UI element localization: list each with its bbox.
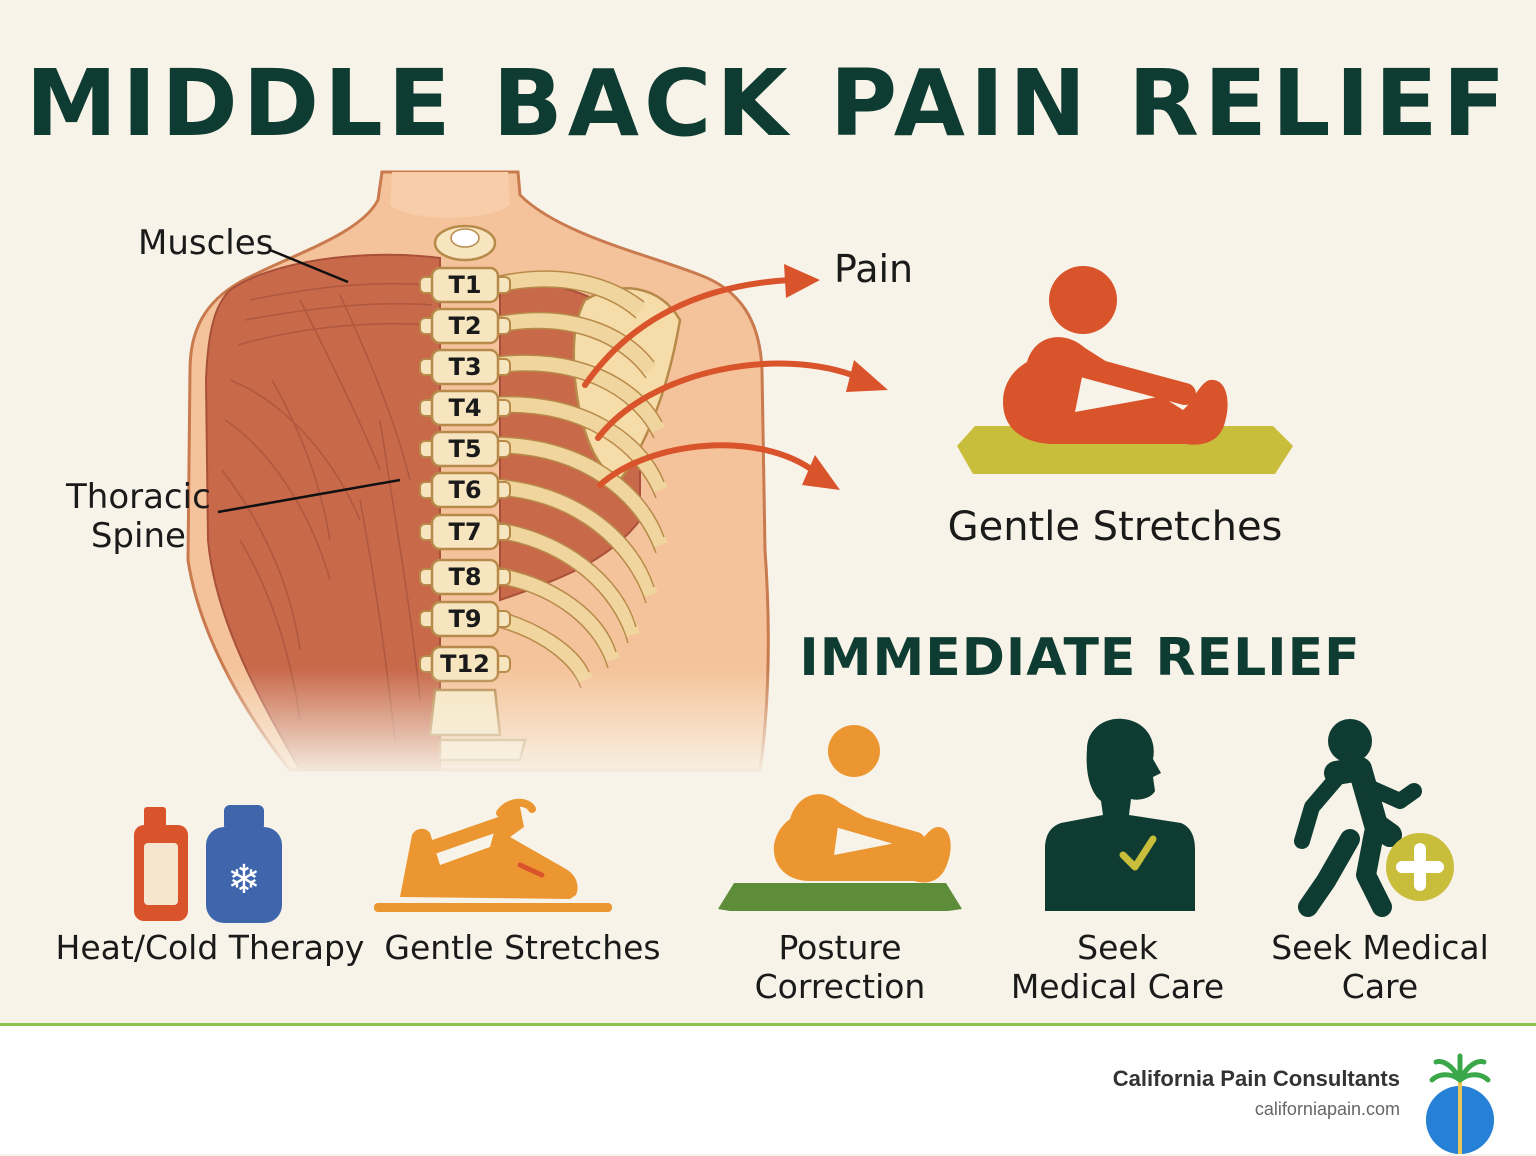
relief-item-label: Seek Medical Care	[1010, 928, 1225, 1006]
relief-item-label: Heat/Cold Therapy	[55, 928, 365, 967]
relief-item-seek-medical-care-2: Seek Medical Care	[1250, 715, 1510, 1015]
relief-item-label: Seek Medical Care	[1271, 928, 1489, 1006]
pain-label: Pain	[834, 247, 914, 291]
seated-stretch-icon	[718, 725, 962, 911]
vertebra-label: T7	[448, 518, 482, 546]
vertebra-label: T8	[448, 563, 482, 591]
page-title: MIDDLE BACK PAIN RELIEF	[25, 50, 1511, 157]
back-anatomy-illustration	[0, 160, 960, 780]
vertebra-label: T1	[448, 271, 482, 299]
relief-item-heat-cold: ❄ Heat/Cold Therapy	[50, 715, 370, 1015]
relief-item-posture-correction: Posture Correction	[690, 715, 990, 1015]
seated-stretch-icon	[957, 266, 1293, 474]
walking-medical-icon	[1294, 719, 1454, 917]
brand-url[interactable]: californiapain.com	[1254, 1099, 1400, 1119]
relief-item-label: Posture Correction	[754, 928, 926, 1006]
vertebra-label: T2	[448, 312, 482, 340]
vertebra-label: T6	[448, 476, 482, 504]
muscles-label: Muscles	[138, 223, 274, 263]
hero-caption: Gentle Stretches	[947, 504, 1283, 550]
vertebra-label: T9	[448, 605, 482, 633]
section-heading: IMMEDIATE RELIEF	[799, 628, 1361, 688]
brand-name: California Pain Consultants	[1112, 1066, 1400, 1091]
vertebra-label: T12	[440, 650, 490, 678]
vertebra-label: T5	[448, 435, 482, 463]
snowflake-icon: ❄	[227, 857, 261, 903]
relief-item-seek-medical-care-1: Seek Medical Care	[1005, 715, 1230, 1015]
footer-divider	[0, 1023, 1536, 1026]
relief-item-gentle-stretches: Gentle Stretches	[370, 715, 675, 1015]
person-check-icon	[1045, 718, 1195, 911]
footer: California Pain Consultants californiapa…	[0, 1026, 1536, 1154]
vertebra-label: T3	[448, 353, 482, 381]
vertebra-label: T4	[448, 394, 482, 422]
heat-cold-bottles-icon: ❄	[134, 805, 282, 923]
relief-item-label: Gentle Stretches	[384, 928, 661, 967]
palm-globe-icon	[1426, 1053, 1494, 1154]
thoracic-spine-label: Thoracic Spine	[66, 477, 211, 557]
infographic: MIDDLE BACK PAIN RELIEF	[0, 50, 1511, 1015]
stretch-icon	[374, 798, 612, 912]
pain-arrows	[582, 277, 863, 488]
